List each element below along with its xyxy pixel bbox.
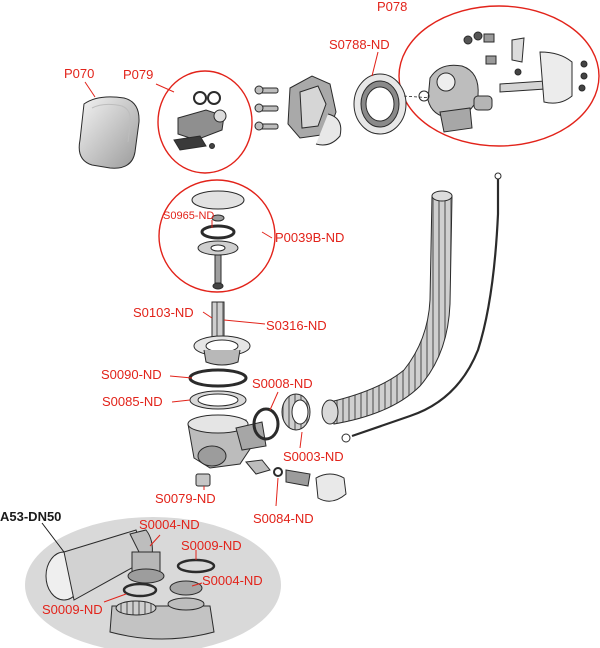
a53-leader-line (41, 522, 65, 553)
label-p078: P078 (377, 0, 408, 14)
label-s0788-nd: S0788-ND (329, 37, 390, 52)
p0039b-plug-parts (191, 190, 245, 290)
label-s0003-nd: S0003-ND (283, 449, 344, 464)
label-s0316-nd: S0316-ND (266, 318, 327, 333)
label-s0103-nd: S0103-ND (133, 305, 194, 320)
label-s0084-nd: S0084-ND (253, 511, 314, 526)
corrugated-hose (321, 190, 453, 425)
drain-body-part (187, 414, 267, 469)
label-s0965-nd: S0965-ND (163, 210, 215, 222)
label-p079: P079 (123, 67, 154, 82)
a53-siphon-group (25, 517, 281, 648)
label-s0004-nd-lower: S0004-ND (202, 573, 263, 588)
screws-row (254, 85, 279, 131)
bowden-cable (341, 172, 502, 443)
s0003-nut (281, 393, 311, 431)
label-p070: P070 (64, 66, 95, 81)
overflow-bracket-part (287, 75, 342, 146)
label-s0009-nd-left: S0009-ND (42, 602, 103, 617)
label-s0009-nd-right: S0009-ND (181, 538, 242, 553)
s0085-ring (188, 368, 248, 410)
label-a53-dn50: A53-DN50 (0, 509, 62, 524)
p078-mechanism-parts (418, 31, 588, 133)
label-s0079-nd: S0079-ND (155, 491, 216, 506)
s0788-flange-ring (353, 73, 407, 135)
p079-overflow-parts (173, 91, 227, 151)
label-s0004-nd-upper: S0004-ND (139, 517, 200, 532)
leader-lines (84, 51, 379, 603)
p0039b-group-circle (158, 179, 276, 293)
p078-group-circle (398, 5, 600, 147)
p070-cover-part (78, 96, 140, 169)
label-s0008-nd: S0008-ND (252, 376, 313, 391)
s0090-ring (193, 335, 251, 366)
s0008-seal-ring (252, 407, 280, 441)
label-s0085-nd: S0085-ND (102, 394, 163, 409)
label-s0090-nd: S0090-ND (101, 367, 162, 382)
s0079-fitting (195, 473, 211, 487)
p079-group-circle (157, 70, 253, 174)
s0084-parts (245, 459, 347, 502)
label-p0039b-nd: P0039B-ND (275, 230, 345, 245)
